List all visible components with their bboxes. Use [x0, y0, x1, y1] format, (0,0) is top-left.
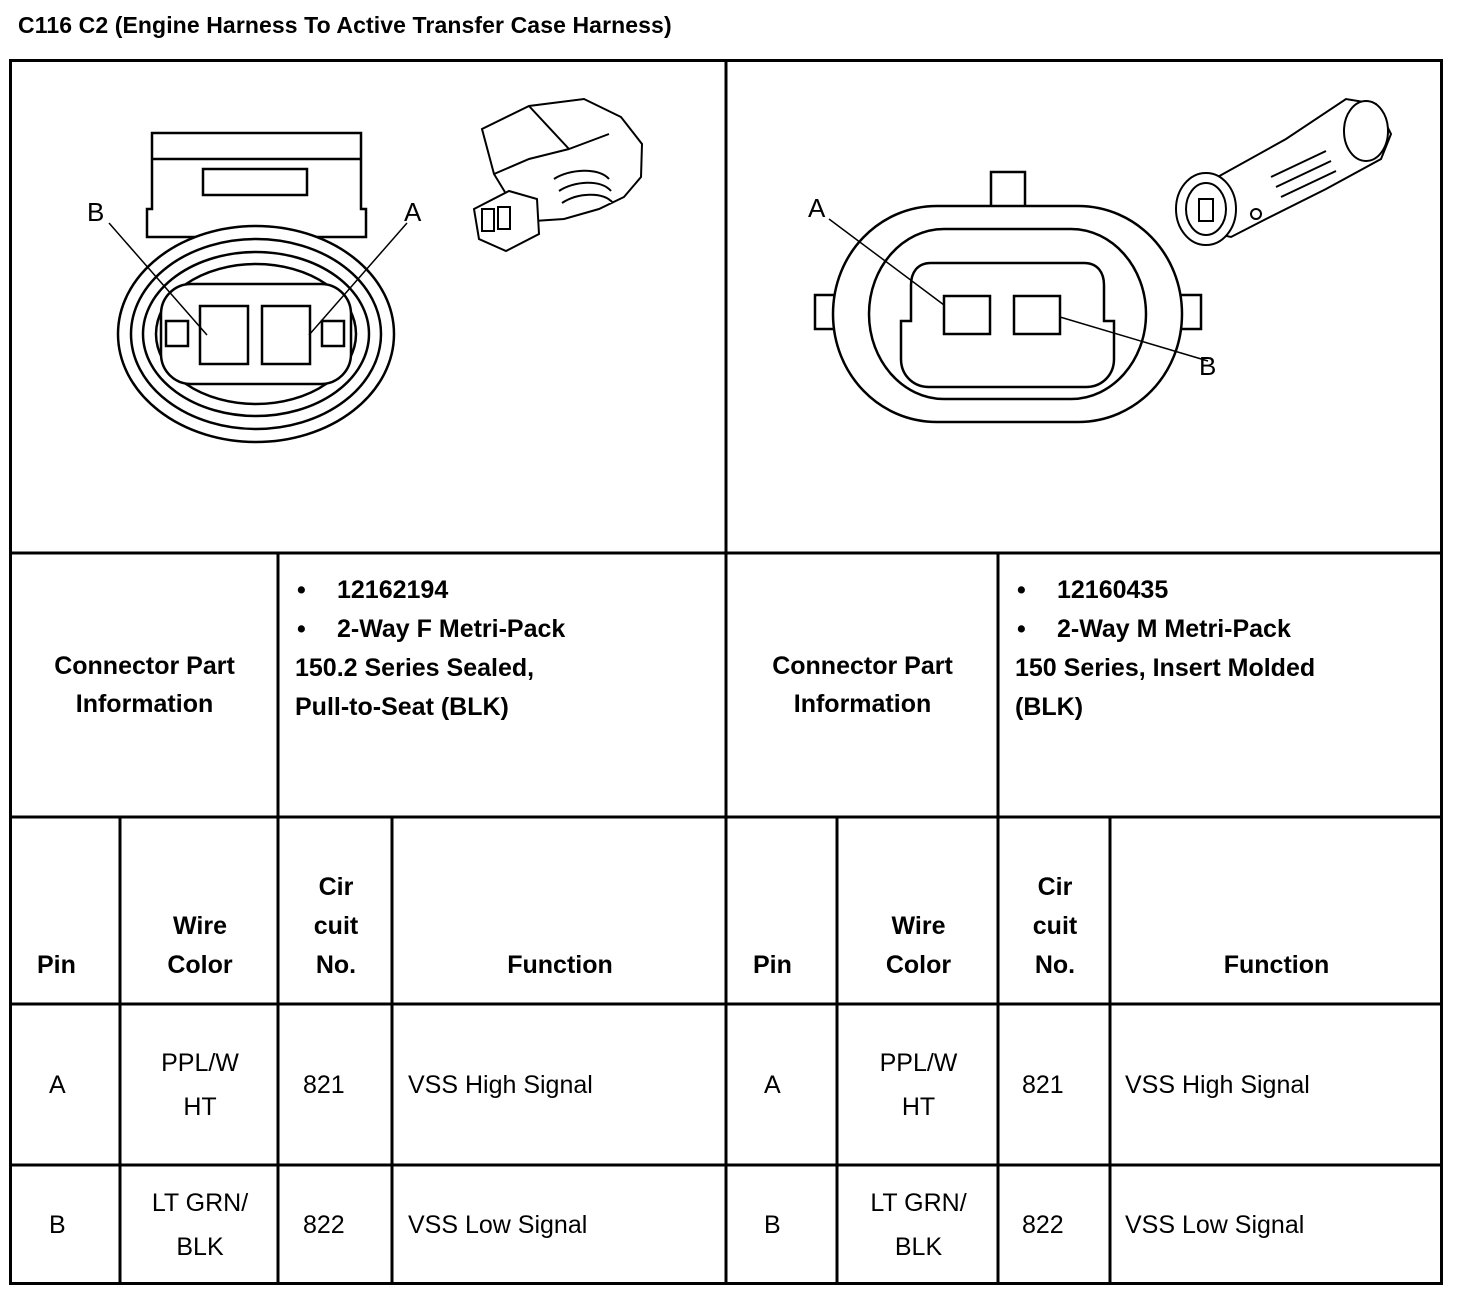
header-pin-label: Pin: [753, 951, 792, 979]
function-value: VSS High Signal: [1125, 1071, 1310, 1099]
table-row-right-b-circuit: 822: [1000, 1167, 1110, 1283]
header-circuit-line1: Cir: [318, 873, 354, 901]
pin-value: A: [764, 1071, 781, 1099]
table-row-right-b-function: VSS Low Signal: [1112, 1167, 1441, 1283]
pin-value: A: [49, 1071, 66, 1099]
diagram-label-pin-b: B: [87, 197, 104, 227]
table-row-left-b-pin: B: [12, 1167, 120, 1283]
table-row-right-a-pin: A: [728, 1006, 837, 1164]
wire-color-line2: HT: [901, 1093, 936, 1121]
header-wire-label: Wire: [891, 912, 946, 940]
left-header-circuit: Cir cuit No.: [280, 819, 392, 1003]
left-header-wire-color: Wire Color: [122, 819, 278, 1003]
wire-color-line2: HT: [183, 1093, 217, 1121]
part-info-label-line2: Information: [793, 690, 932, 718]
function-value: VSS Low Signal: [408, 1211, 588, 1239]
table-row-left-b-circuit: 822: [280, 1167, 392, 1283]
page-title: C116 C2 (Engine Harness To Active Transf…: [18, 12, 672, 38]
circuit-value: 821: [303, 1071, 345, 1099]
wire-color-line2: BLK: [176, 1233, 224, 1261]
header-circuit-line3: No.: [315, 951, 357, 979]
table-row-right-a-wire: PPL/W HT: [839, 1006, 998, 1164]
part-info-label-line2: Information: [75, 690, 214, 718]
bullet-icon: •: [297, 576, 306, 604]
part-info-label-line1: Connector Part: [54, 652, 235, 680]
wire-color-line1: LT GRN/: [151, 1189, 249, 1217]
right-header-pin: Pin: [728, 819, 837, 1003]
diagram-label-pin-b: B: [1199, 351, 1216, 381]
right-connector-sketch: [1175, 97, 1393, 246]
header-circuit-line1: Cir: [1037, 873, 1073, 901]
circuit-value: 821: [1022, 1071, 1064, 1099]
right-part-info-label: Connector Part Information: [728, 555, 997, 815]
right-header-circuit: Cir cuit No.: [1000, 819, 1110, 1003]
table-row-right-b-wire: LT GRN/ BLK: [839, 1167, 998, 1283]
function-value: VSS Low Signal: [1125, 1211, 1305, 1239]
table-row-left-a-pin: A: [12, 1006, 120, 1164]
wire-color-line1: PPL/W: [879, 1049, 958, 1077]
wire-color-line2: BLK: [894, 1233, 943, 1261]
part-number: 12160435: [1057, 576, 1169, 604]
table-row-right-a-function: VSS High Signal: [1112, 1006, 1441, 1164]
left-connector-sketch: [472, 97, 644, 253]
part-type: 2-Way M Metri-Pack: [1057, 615, 1291, 643]
header-color-label: Color: [885, 951, 952, 979]
table-row-left-b-wire: LT GRN/ BLK: [122, 1167, 278, 1283]
part-detail: Pull-to-Seat (BLK): [295, 693, 509, 721]
header-color-label: Color: [167, 951, 233, 979]
pin-value: B: [49, 1211, 66, 1239]
left-header-function: Function: [394, 819, 726, 1003]
bullet-icon: •: [1017, 576, 1026, 604]
part-series: 150 Series, Insert Molded: [1015, 654, 1316, 682]
table-row-left-b-function: VSS Low Signal: [394, 1167, 726, 1283]
header-function-label: Function: [507, 951, 613, 979]
header-function-label: Function: [1223, 951, 1330, 979]
part-type: 2-Way F Metri-Pack: [337, 615, 566, 643]
circuit-value: 822: [303, 1211, 345, 1239]
table-row-right-b-pin: B: [728, 1167, 837, 1283]
right-part-description: • 12160435 • 2-Way M Metri-Pack 150 Series…: [1015, 571, 1440, 727]
bullet-icon: •: [297, 615, 306, 643]
header-circuit-line2: cuit: [313, 912, 359, 940]
right-connector-diagram: A B: [808, 97, 1393, 424]
left-part-info-label: Connector Part Information: [12, 555, 277, 815]
table-row-left-a-circuit: 821: [280, 1006, 392, 1164]
diagram-label-pin-a: A: [404, 197, 422, 227]
header-pin-label: Pin: [37, 951, 76, 979]
function-value: VSS High Signal: [408, 1071, 593, 1099]
connector-table: B A A B: [9, 59, 1443, 1285]
wire-color-line1: PPL/W: [161, 1049, 239, 1077]
header-circuit-line3: No.: [1034, 951, 1076, 979]
table-row-left-a-function: VSS High Signal: [394, 1006, 726, 1164]
part-number: 12162194: [337, 576, 449, 604]
wire-color-line1: LT GRN/: [870, 1189, 967, 1217]
left-connector-diagram: B A: [87, 97, 644, 444]
part-info-label-line1: Connector Part: [772, 652, 953, 680]
right-header-function: Function: [1112, 819, 1441, 1003]
bullet-icon: •: [1017, 615, 1026, 643]
part-series: 150.2 Series Sealed,: [295, 654, 535, 682]
header-wire-label: Wire: [173, 912, 227, 940]
circuit-value: 822: [1022, 1211, 1064, 1239]
table-grid-lines: [9, 59, 1443, 1285]
part-detail: (BLK): [1015, 693, 1084, 721]
table-row-right-a-circuit: 821: [1000, 1006, 1110, 1164]
pin-value: B: [764, 1211, 781, 1239]
table-row-left-a-wire: PPL/W HT: [122, 1006, 278, 1164]
left-header-pin: Pin: [12, 819, 120, 1003]
diagram-label-pin-a: A: [808, 193, 826, 223]
right-header-wire-color: Wire Color: [839, 819, 998, 1003]
left-part-description: • 12162194 • 2-Way F Metri-Pack 150.2 Seri…: [295, 571, 725, 727]
header-circuit-line2: cuit: [1032, 912, 1078, 940]
